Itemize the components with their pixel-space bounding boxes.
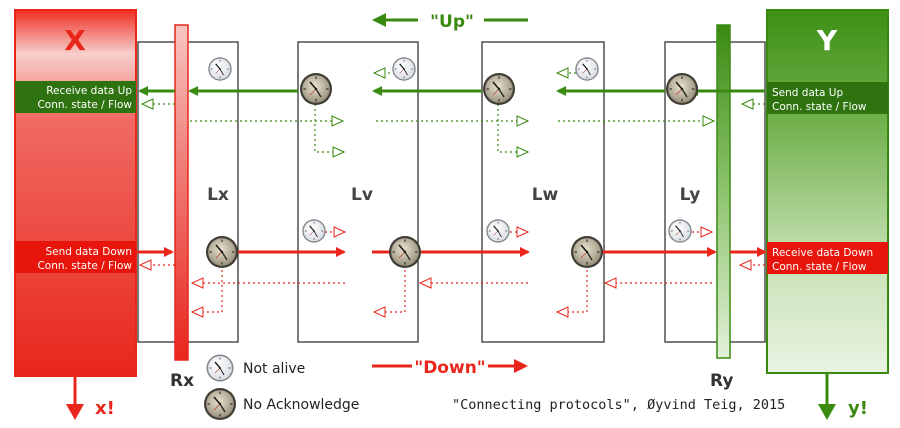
dark-clock-icon [665,72,699,106]
y-output-label: y! [848,398,868,419]
y-send-banner [767,82,888,114]
y-send-line1: Send data Up [772,87,843,99]
dark-clock-icon [205,235,239,269]
rx-bar [174,24,189,361]
link-label-lw: Lw [532,185,559,205]
link-label-lx: Lx [207,185,229,205]
ry-bar [716,24,731,359]
rx-label: Rx [170,371,194,391]
x-send-banner [15,241,136,273]
y-label: Y [816,24,838,57]
down-ack-loop [555,265,588,318]
up-arrowhead [372,13,386,27]
legend-no-ack: No Acknowledge [243,397,359,413]
x-receive-line2: Conn. state / Flow [37,99,132,111]
white-clock-icon [207,56,233,82]
x-output-label: x! [95,398,115,419]
white-clock-icon [485,218,511,244]
ry-label: Ry [710,371,733,391]
down-ack-loop [190,265,223,318]
white-clock-icon [574,56,600,82]
x-send-line2: Conn. state / Flow [37,260,132,272]
dark-clock-icon [388,235,422,269]
credit-text: "Connecting protocols", Øyvind Teig, 201… [452,397,785,413]
up-direction: "Up" [372,12,528,32]
y-output-arrowhead [818,404,836,420]
dark-clock-icon [570,235,604,269]
y-receive-banner [767,242,888,274]
x-receive-line1: Receive data Up [46,85,132,97]
node-y: Y Send data Up Conn. state / Flow Receiv… [766,9,889,420]
legend-not-alive: Not alive [243,361,305,377]
y-send-line2: Conn. state / Flow [772,101,867,113]
down-direction: "Down" [372,358,528,378]
up-flow [138,67,765,158]
x-label: X [64,24,86,57]
down-ack-loop [372,265,406,318]
link-label-lv: Lv [351,185,373,205]
link-label-ly: Ly [680,185,701,205]
x-output-arrowhead [66,404,84,420]
up-ack-loop [314,104,346,158]
dark-clock-icon [299,72,333,106]
white-clock-icon [301,218,327,244]
white-clock-icon [391,56,417,82]
white-clock-icon [205,353,235,383]
dark-clock-icon [482,72,516,106]
up-label: "Up" [430,12,474,32]
down-label: "Down" [414,358,485,378]
white-clock-icon [667,218,693,244]
up-ack-loop [497,104,530,158]
y-box [766,9,889,374]
legend: Not alive No Acknowledge [203,353,359,421]
down-arrowhead [514,359,528,373]
x-receive-banner [15,81,136,113]
y-receive-line1: Receive data Down [772,247,873,259]
x-box [14,9,137,377]
y-receive-line2: Conn. state / Flow [772,261,867,273]
x-send-line1: Send data Down [45,246,132,258]
dark-clock-icon [203,387,237,421]
node-x: X Receive data Up Conn. state / Flow Sen… [14,9,137,420]
